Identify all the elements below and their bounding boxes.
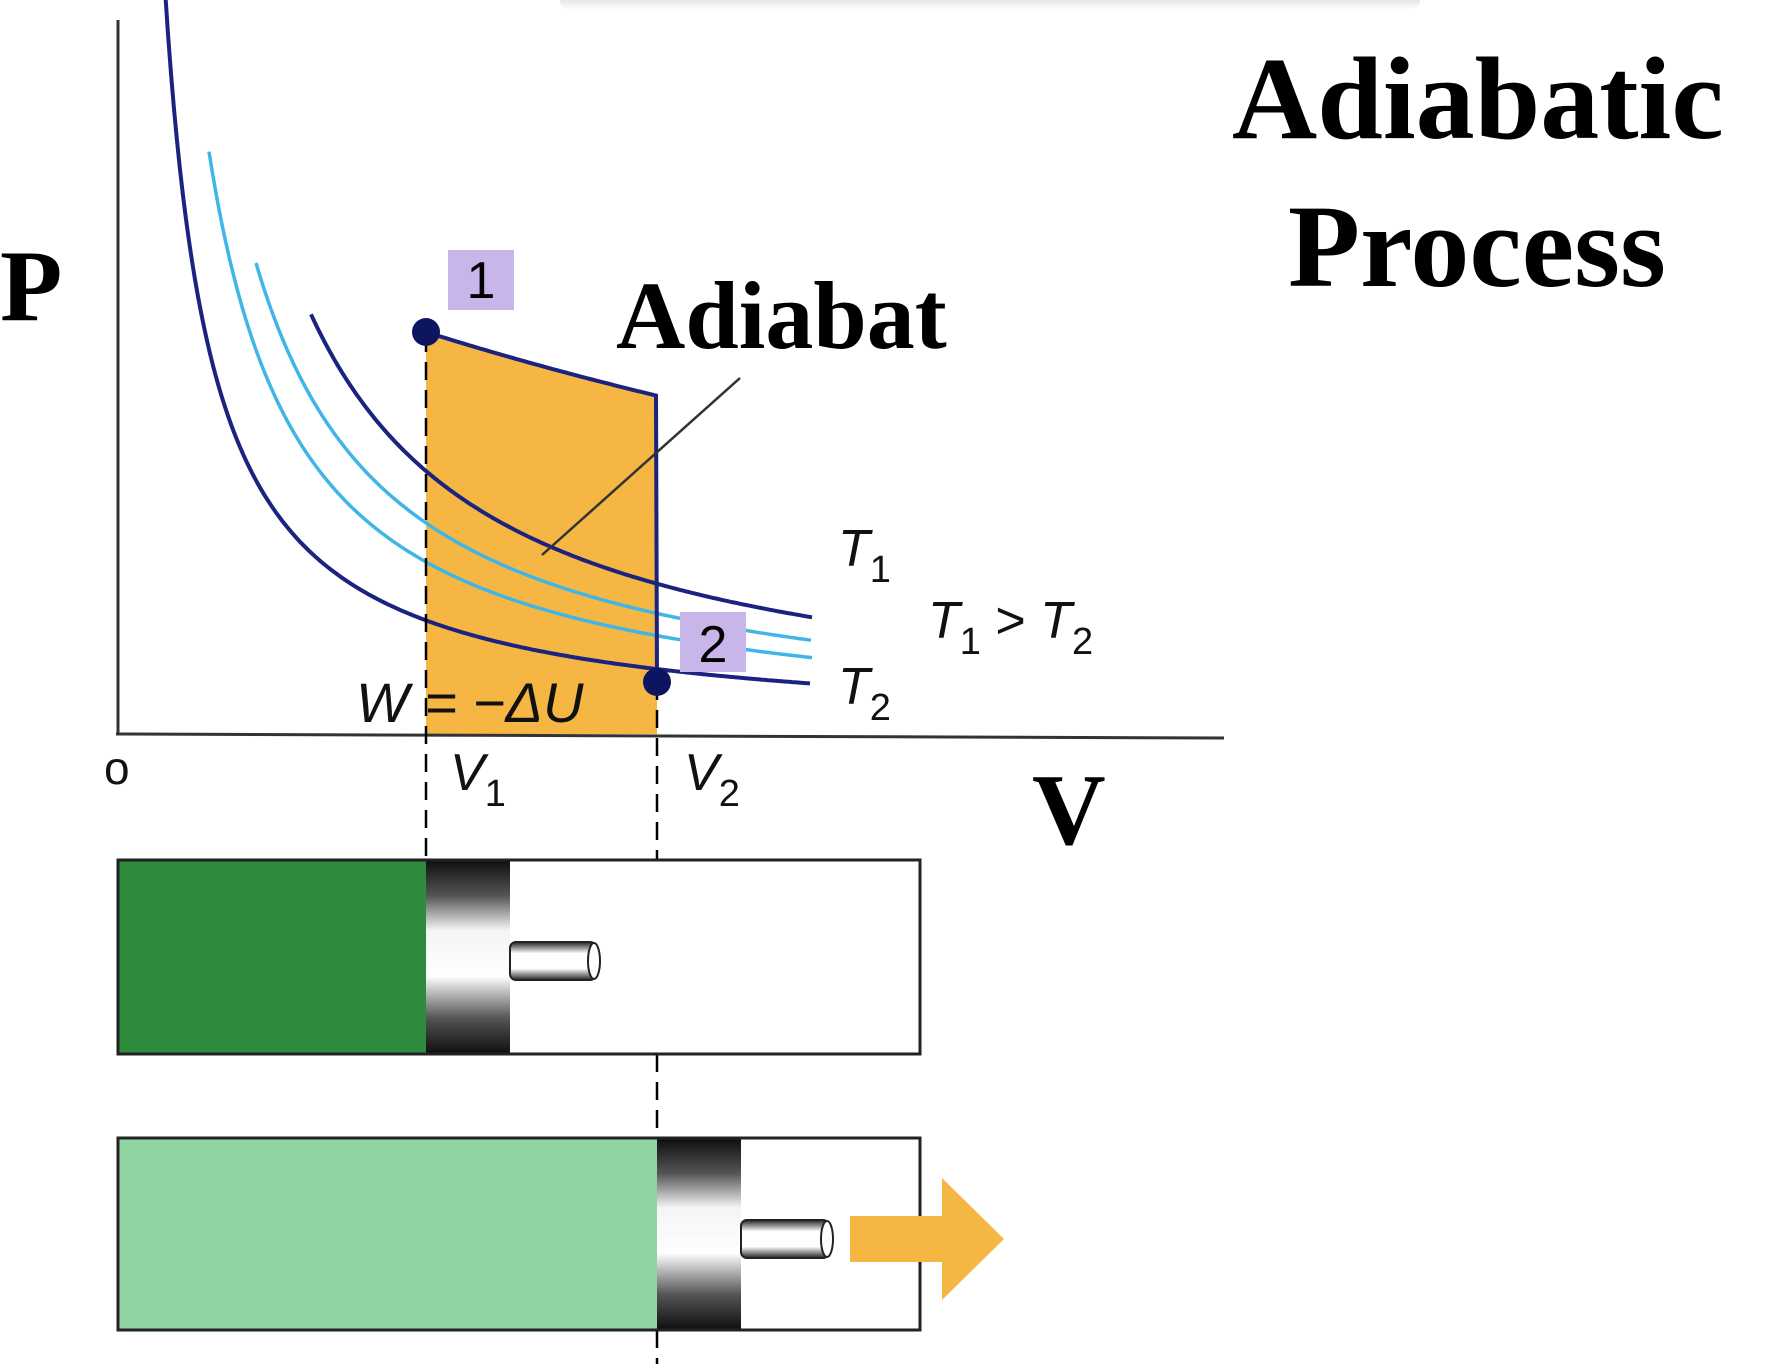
t2-base: T — [838, 658, 873, 716]
pressure-axis-label: P — [0, 230, 63, 343]
piston-2 — [657, 1139, 741, 1329]
volume-axis-label: V — [1032, 754, 1106, 867]
t2-isotherm-label: T2 — [838, 658, 891, 729]
v1-label: V1 — [450, 744, 506, 815]
work-label: W = −ΔU — [356, 671, 584, 734]
temperature-comparison: T1 > T2 — [928, 592, 1093, 663]
adiabat-leader-line — [541, 377, 741, 556]
state-2-point — [643, 668, 671, 696]
comparison-right: T — [1040, 592, 1075, 650]
x-axis — [115, 732, 1225, 740]
v1-sub: 1 — [485, 773, 506, 815]
state-1-number: 1 — [467, 252, 496, 310]
top-shadow-strip — [560, 0, 1420, 10]
v2-label: V2 — [684, 744, 740, 815]
state-1-point — [412, 318, 440, 346]
v2-base: V — [684, 744, 723, 802]
comparison-left-sub: 1 — [960, 621, 981, 663]
adiabat-curve — [425, 330, 659, 683]
piston-1 — [426, 861, 510, 1053]
isotherm-t1-curve — [309, 313, 813, 620]
title-line-2: Process — [1288, 181, 1666, 312]
comparison-right-sub: 2 — [1072, 621, 1093, 663]
v1-base: V — [450, 744, 489, 802]
expansion-arrow-icon — [850, 1178, 1004, 1300]
piston-rod-1-end — [587, 942, 601, 980]
v2-sub: 2 — [719, 773, 740, 815]
work-area-fill — [426, 332, 657, 734]
piston-rod-2 — [740, 1219, 830, 1259]
isotherm-t2-curve — [163, 0, 811, 686]
title-line-1: Adiabatic — [1232, 33, 1724, 164]
adiabat-label: Adiabat — [616, 262, 947, 369]
origin-label: o — [104, 742, 130, 794]
t2-sub: 2 — [870, 687, 891, 729]
piston-rod-2-end — [820, 1220, 834, 1258]
t1-isotherm-label: T1 — [838, 520, 891, 591]
cylinder-state-2 — [116, 1136, 922, 1332]
gas-expanded — [119, 1139, 657, 1329]
comparison-operator: > — [981, 592, 1040, 650]
t1-sub: 1 — [870, 549, 891, 591]
state-2-number: 2 — [699, 616, 728, 674]
gas-compressed — [119, 861, 426, 1053]
state-1-badge — [448, 250, 514, 310]
t1-base: T — [838, 520, 873, 578]
state-2-badge — [680, 612, 746, 672]
piston-rod-1 — [509, 941, 597, 981]
comparison-left: T — [928, 592, 963, 650]
cylinder-state-1 — [116, 858, 922, 1056]
